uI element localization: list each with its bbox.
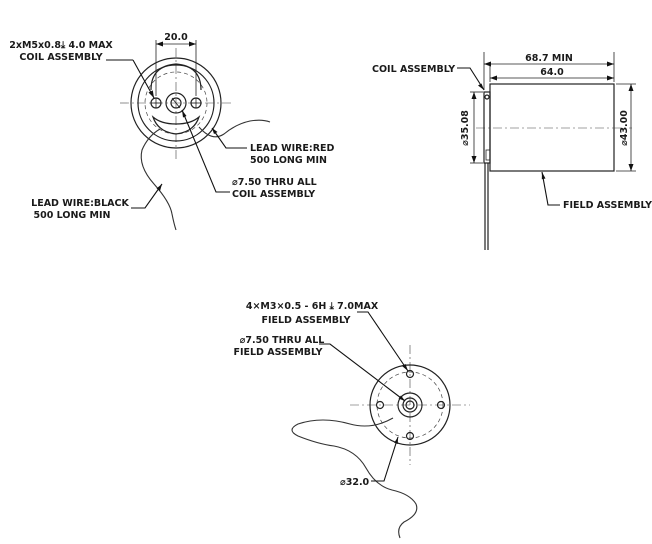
field-outer-circle [369,364,451,446]
body-length-dimension: 64.0 [540,67,564,78]
lower-pocket [151,115,201,135]
tapped-hole-left [375,400,385,410]
coil-flange [483,91,491,164]
width-dimension: 20.0 [164,32,188,43]
field-bore-note-sub: FIELD ASSEMBLY [233,347,322,358]
field-bore-note: ⌀7.50 THRU ALL [240,335,325,346]
red-lead-label: LEAD WIRE:RED [250,143,335,154]
coil-inner-circle [137,64,215,142]
field-bore [405,400,415,410]
field-body-outline [489,83,615,172]
red-lead-length: 500 LONG MIN [250,155,327,166]
tapped-hole-right [436,400,446,410]
side-view: 68.7 MIN 64.0 ⌀35.08 ⌀43.00 COIL ASSEMBL… [372,52,652,250]
body-diameter-dimension: ⌀43.00 [619,110,630,146]
coil-hidden-circle [144,71,208,135]
black-lead-label: LEAD WIRE:BLACK [31,198,129,209]
central-hub [165,92,187,114]
coil-end-view: 20.0 2xM5x0.8⤓ 4.0 MAX COIL ASSEMBLY LEA… [9,32,335,231]
side-field-label: FIELD ASSEMBLY [563,200,652,211]
upper-pocket [150,63,202,91]
black-lead-length: 500 LONG MIN [34,210,111,221]
field-end-view: 4×M3×0.5 - 6H ⤓ 7.0MAX FIELD ASSEMBLY ⌀7… [233,301,470,539]
field-thread-note-sub: FIELD ASSEMBLY [261,315,350,326]
overall-length-dimension: 68.7 MIN [525,53,573,64]
field-lead-wire [291,417,418,539]
coil-diameter-dimension: ⌀35.08 [460,110,471,146]
coil-bore-note: ⌀7.50 THRU ALL [232,177,317,188]
coil-thread-note-sub: COIL ASSEMBLY [19,52,102,63]
black-lead-wire [140,128,177,231]
field-hub-inner [402,397,418,413]
coil-outer-circle [130,57,222,149]
red-lead-wire [198,119,271,138]
tapped-hole-bottom [405,431,415,441]
field-thread-note: 4×M3×0.5 - 6H ⤓ 7.0MAX [246,301,379,312]
bolt-circle [376,371,444,439]
coil-bore-note-sub: COIL ASSEMBLY [232,189,315,200]
central-bore [170,97,182,109]
side-coil-label: COIL ASSEMBLY [372,64,455,75]
coil-thread-note: 2xM5x0.8⤓ 4.0 MAX [9,40,113,51]
bolt-circle-dimension: ⌀32.0 [340,477,370,488]
field-hub [397,392,423,418]
tapped-hole-top [405,369,415,379]
